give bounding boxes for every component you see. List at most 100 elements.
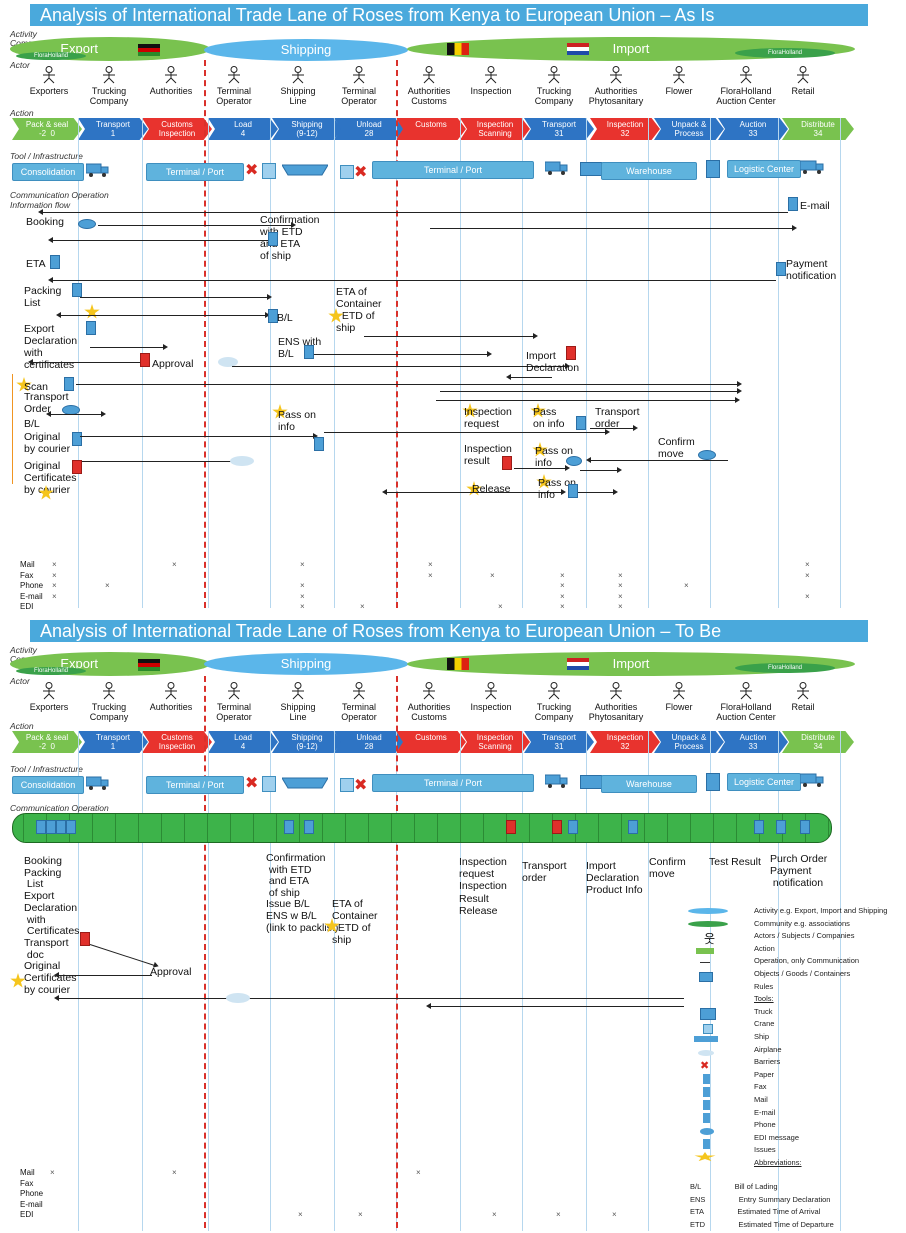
bottom-comm-mark: × bbox=[50, 1168, 55, 1177]
top-actor-label: Actor bbox=[10, 60, 30, 70]
person-icon bbox=[101, 66, 117, 84]
pipe-segment bbox=[667, 814, 668, 842]
bottom-action-5: Unload 28 bbox=[334, 731, 404, 753]
top-comm-mark: × bbox=[805, 591, 810, 601]
doc-icon-pass1 bbox=[314, 437, 324, 451]
legend-entry: Ship bbox=[754, 1031, 770, 1041]
bottom-lane-0 bbox=[78, 731, 79, 1231]
bottom-comm-mark: × bbox=[416, 1168, 421, 1177]
to-be-col-transport: Transport order bbox=[522, 860, 567, 884]
bottom-comm-mark: × bbox=[358, 1210, 363, 1219]
doc-icon-bl bbox=[268, 309, 278, 323]
doc-icon-approval bbox=[140, 353, 150, 367]
legend-entry: Rules bbox=[754, 981, 774, 991]
legend-entry: Issues bbox=[754, 1145, 776, 1155]
person-icon bbox=[421, 66, 437, 84]
top-lane-4 bbox=[334, 118, 335, 608]
top-info-label: Information flow bbox=[10, 200, 70, 210]
person-icon bbox=[738, 682, 754, 700]
person-icon bbox=[483, 682, 499, 700]
issue-icon-1 bbox=[84, 304, 100, 319]
top-tool-warehouse: Warehouse bbox=[601, 162, 697, 180]
top-actor-3: Terminal Operator bbox=[203, 66, 265, 106]
bottom-actor-label: Inspection bbox=[470, 702, 512, 712]
bottom-actor-12: Retail bbox=[772, 682, 834, 712]
top-actor-label: Terminal Operator bbox=[341, 86, 377, 106]
flow-approval: Approval bbox=[152, 358, 194, 370]
bottom-boundary-export-shipping bbox=[204, 676, 206, 1228]
bottom-action-10: Unpack & Process bbox=[654, 731, 724, 753]
bottom-action-9: Inspection 32 bbox=[590, 731, 660, 753]
bottom-action-7: Inspection Scanning bbox=[460, 731, 530, 753]
pipe-segment bbox=[690, 814, 691, 842]
bottom-tool-label: Tool / Infrastructure bbox=[10, 764, 83, 774]
bottom-activity-label: Activity bbox=[10, 645, 37, 655]
airplane-icon-2 bbox=[230, 456, 254, 466]
bottom-actor-label: Retail bbox=[791, 702, 815, 712]
flow-pass-on4: Pass on info bbox=[538, 477, 576, 501]
to-be-col-shipping: Confirmation with ETD and ETA of ship Is… bbox=[266, 852, 339, 934]
bottom-actor-label: Authorities bbox=[149, 702, 193, 712]
bottom-lane-1 bbox=[142, 731, 143, 1231]
arrow-confirm-import bbox=[430, 225, 797, 231]
bottom-lane-3 bbox=[270, 731, 271, 1231]
document-icon bbox=[304, 820, 314, 834]
top-action-6: Customs bbox=[396, 118, 466, 140]
top-lane-9 bbox=[648, 118, 649, 608]
kenya-flag-icon-2 bbox=[137, 658, 160, 671]
pipe-segment bbox=[368, 814, 369, 842]
top-forklift-icon bbox=[706, 160, 720, 178]
top-actor-label: Authorities Customs bbox=[407, 86, 451, 106]
legend-entry: Objects / Goods / Containers bbox=[754, 968, 851, 978]
abbreviation-entry: ENS Entry Summary Declaration bbox=[690, 1194, 831, 1204]
top-comm-row-4: EDI bbox=[20, 602, 34, 611]
bottom-comm-row-4: EDI bbox=[20, 1210, 34, 1219]
top-actor-0: Exporters bbox=[18, 66, 80, 96]
bottom-tool-logistic-center: Logistic Center bbox=[727, 773, 801, 791]
pipe-segment bbox=[299, 814, 300, 842]
bottom-lane-6 bbox=[460, 731, 461, 1231]
bottom-lane-12 bbox=[840, 731, 841, 1231]
legend-issue-icon bbox=[694, 1152, 716, 1162]
top-barrier-icon-2: ✖ bbox=[354, 164, 368, 181]
flow-confirmation: Confirmation with ETD and ETA of ship bbox=[260, 214, 320, 262]
pipe-segment bbox=[391, 814, 392, 842]
top-tool-logistic-center: Logistic Center bbox=[727, 160, 801, 178]
to-be-col-import: Import Declaration Product Info bbox=[586, 860, 643, 896]
document-icon bbox=[284, 820, 294, 834]
arrow-transport-order bbox=[440, 388, 742, 394]
bottom-actor-7: Inspection bbox=[460, 682, 522, 712]
bottom-actor-0: Exporters bbox=[18, 682, 80, 712]
pipe-segment bbox=[92, 814, 93, 842]
pipe-segment bbox=[713, 814, 714, 842]
top-comm-mark: × bbox=[684, 581, 689, 590]
top-actor-label: Trucking Company bbox=[89, 86, 129, 106]
top-actor-8: Trucking Company bbox=[523, 66, 585, 106]
person-icon bbox=[41, 66, 57, 84]
top-actor-label: Terminal Operator bbox=[216, 86, 252, 106]
flow-scan: Scan bbox=[24, 381, 48, 393]
person-icon bbox=[546, 66, 562, 84]
top-comm-mark: × bbox=[300, 560, 305, 569]
bottom-container-icon-1 bbox=[262, 776, 276, 792]
flow-insp-result: Inspection result bbox=[464, 443, 512, 467]
doc-icon-pass4 bbox=[568, 484, 578, 498]
bottom-actor-5: Terminal Operator bbox=[328, 682, 390, 722]
legend-fax-icon bbox=[703, 1087, 710, 1097]
top-tool-terminal-port-2: Terminal / Port bbox=[372, 161, 534, 179]
top-pallet-icon bbox=[580, 162, 602, 176]
bottom-action-3: Load 4 bbox=[208, 731, 278, 753]
arrow-payment bbox=[48, 277, 776, 283]
legend-community-icon bbox=[688, 921, 728, 927]
pipe-segment bbox=[345, 814, 346, 842]
bottom-actor-11: FloraHolland Auction Center bbox=[715, 682, 777, 722]
person-icon bbox=[795, 682, 811, 700]
top-activity-shipping: Shipping bbox=[204, 39, 408, 61]
bottom-title: Analysis of International Trade Lane of … bbox=[30, 620, 868, 642]
top-action-5: Unload 28 bbox=[334, 118, 404, 140]
bottom-actor-label: Terminal Operator bbox=[341, 702, 377, 722]
top-boundary-export-shipping bbox=[204, 60, 206, 608]
top-activity-label: Activity bbox=[10, 29, 37, 39]
bottom-action-12: Distribute 34 bbox=[782, 731, 854, 753]
